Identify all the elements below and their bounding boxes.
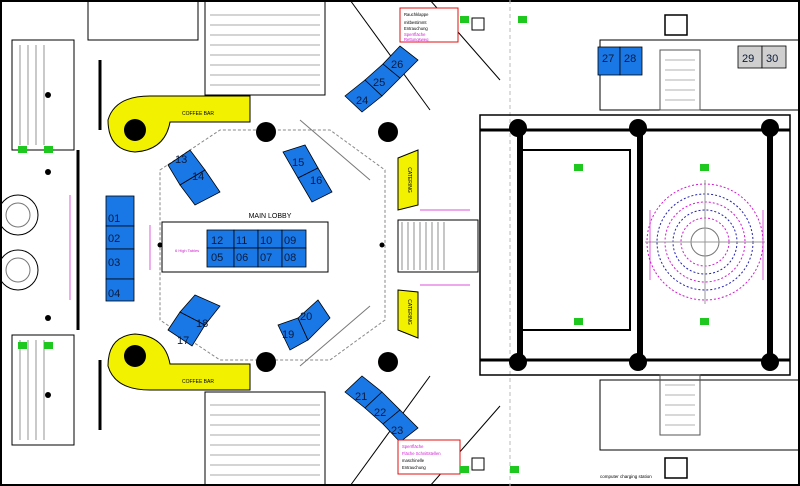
booth-20[interactable] (297, 299, 331, 341)
coffee-bar-top: COFFEE BAR (107, 95, 251, 153)
coffee-bar-label-bottom: COFFEE BAR (182, 379, 214, 385)
bottom-note-line-1: Sperrfläche (402, 444, 424, 449)
exit-sign-icon (518, 16, 527, 23)
booth-16[interactable] (297, 167, 333, 203)
booth-label-04: 04 (108, 288, 120, 300)
booth-28[interactable] (619, 46, 643, 76)
booth-labels: 01 02 03 04 12 11 10 09 05 06 07 08 13 1… (108, 53, 778, 437)
booth-04[interactable] (105, 278, 135, 302)
catering-label-bottom: CATERING (406, 299, 412, 325)
booth-26[interactable] (382, 45, 419, 79)
booth-label-01: 01 (108, 213, 120, 225)
bottom-note-line-4: Entrauchung (402, 465, 426, 470)
exit-sign-icon (700, 164, 709, 171)
top-note-line-5: Rettungsweg (404, 37, 429, 42)
booth-label-19: 19 (282, 329, 294, 341)
top-note-line-1: Rauchklappe (404, 12, 429, 17)
booth-label-11: 11 (236, 235, 247, 247)
bottom-note-line-3: maschinelle (402, 458, 425, 463)
booth-label-27: 27 (602, 53, 614, 65)
auditorium (645, 180, 765, 304)
booth-label-26: 26 (391, 59, 403, 71)
booth-label-14: 14 (192, 171, 204, 183)
charging-station-label: computer charging station (600, 474, 652, 479)
booth-label-30: 30 (766, 53, 778, 65)
top-note-line-2: mitbestimmt (404, 20, 427, 25)
booth-label-03: 03 (108, 257, 120, 269)
booth-label-13: 13 (175, 154, 187, 166)
exit-sign-icon (700, 318, 709, 325)
booth-label-24: 24 (356, 95, 368, 107)
dimension-markers (69, 195, 764, 300)
coffee-bar-label-top: COFFEE BAR (182, 111, 214, 117)
bottom-note-line-2: Fläche Schnittstellen (402, 451, 441, 456)
exit-signs (18, 16, 709, 473)
booth-08[interactable] (281, 247, 307, 268)
booth-23[interactable] (382, 409, 419, 443)
catering-label-top: CATERING (406, 167, 412, 193)
main-lobby-label: MAIN LOBBY (249, 213, 292, 220)
booth-label-02: 02 (108, 233, 120, 245)
top-note-line-3: Entrauchung (404, 26, 428, 31)
catering-area-bottom: CATERING (397, 289, 419, 339)
exit-sign-icon (44, 146, 53, 153)
booth-14[interactable] (179, 169, 221, 206)
bottom-note: Sperrfläche Fläche Schnittstellen maschi… (397, 439, 461, 475)
top-note: Rauchklappe mitbestimmt Entrauchung Sper… (399, 7, 459, 43)
booth-label-28: 28 (624, 53, 636, 65)
booth-label-29: 29 (742, 53, 754, 65)
booth-label-06: 06 (236, 252, 248, 264)
exit-sign-icon (460, 466, 469, 473)
booth-label-17: 17 (177, 335, 189, 347)
exit-sign-icon (460, 16, 469, 23)
exit-sign-icon (18, 342, 27, 349)
booth-label-16: 16 (310, 175, 322, 187)
booth-label-09: 09 (284, 235, 296, 247)
exit-sign-icon (574, 318, 583, 325)
booth-label-25: 25 (373, 77, 385, 89)
booths (105, 45, 787, 443)
top-note-line-4: Sperrfläche (404, 32, 426, 37)
booth-label-15: 15 (292, 157, 304, 169)
exit-sign-icon (510, 466, 519, 473)
high-tables-label: 6 High Tables (175, 248, 199, 253)
booth-label-08: 08 (284, 252, 296, 264)
booth-label-10: 10 (260, 235, 272, 247)
booth-label-07: 07 (260, 252, 272, 264)
booth-30[interactable] (761, 45, 787, 69)
exit-sign-icon (18, 146, 27, 153)
booth-label-20: 20 (300, 311, 312, 323)
booth-01[interactable] (105, 195, 135, 227)
booth-label-22: 22 (374, 407, 386, 419)
booth-label-12: 12 (211, 235, 223, 247)
booth-label-18: 18 (196, 318, 208, 330)
booth-18[interactable] (179, 294, 221, 326)
structural-columns (45, 92, 779, 398)
booth-label-23: 23 (391, 425, 403, 437)
coffee-bar-bottom: COFFEE BAR (107, 333, 251, 391)
catering-area-top: CATERING (397, 149, 419, 211)
exit-sign-icon (574, 164, 583, 171)
booth-label-21: 21 (355, 391, 367, 403)
booth-label-05: 05 (211, 252, 223, 264)
exit-sign-icon (44, 342, 53, 349)
